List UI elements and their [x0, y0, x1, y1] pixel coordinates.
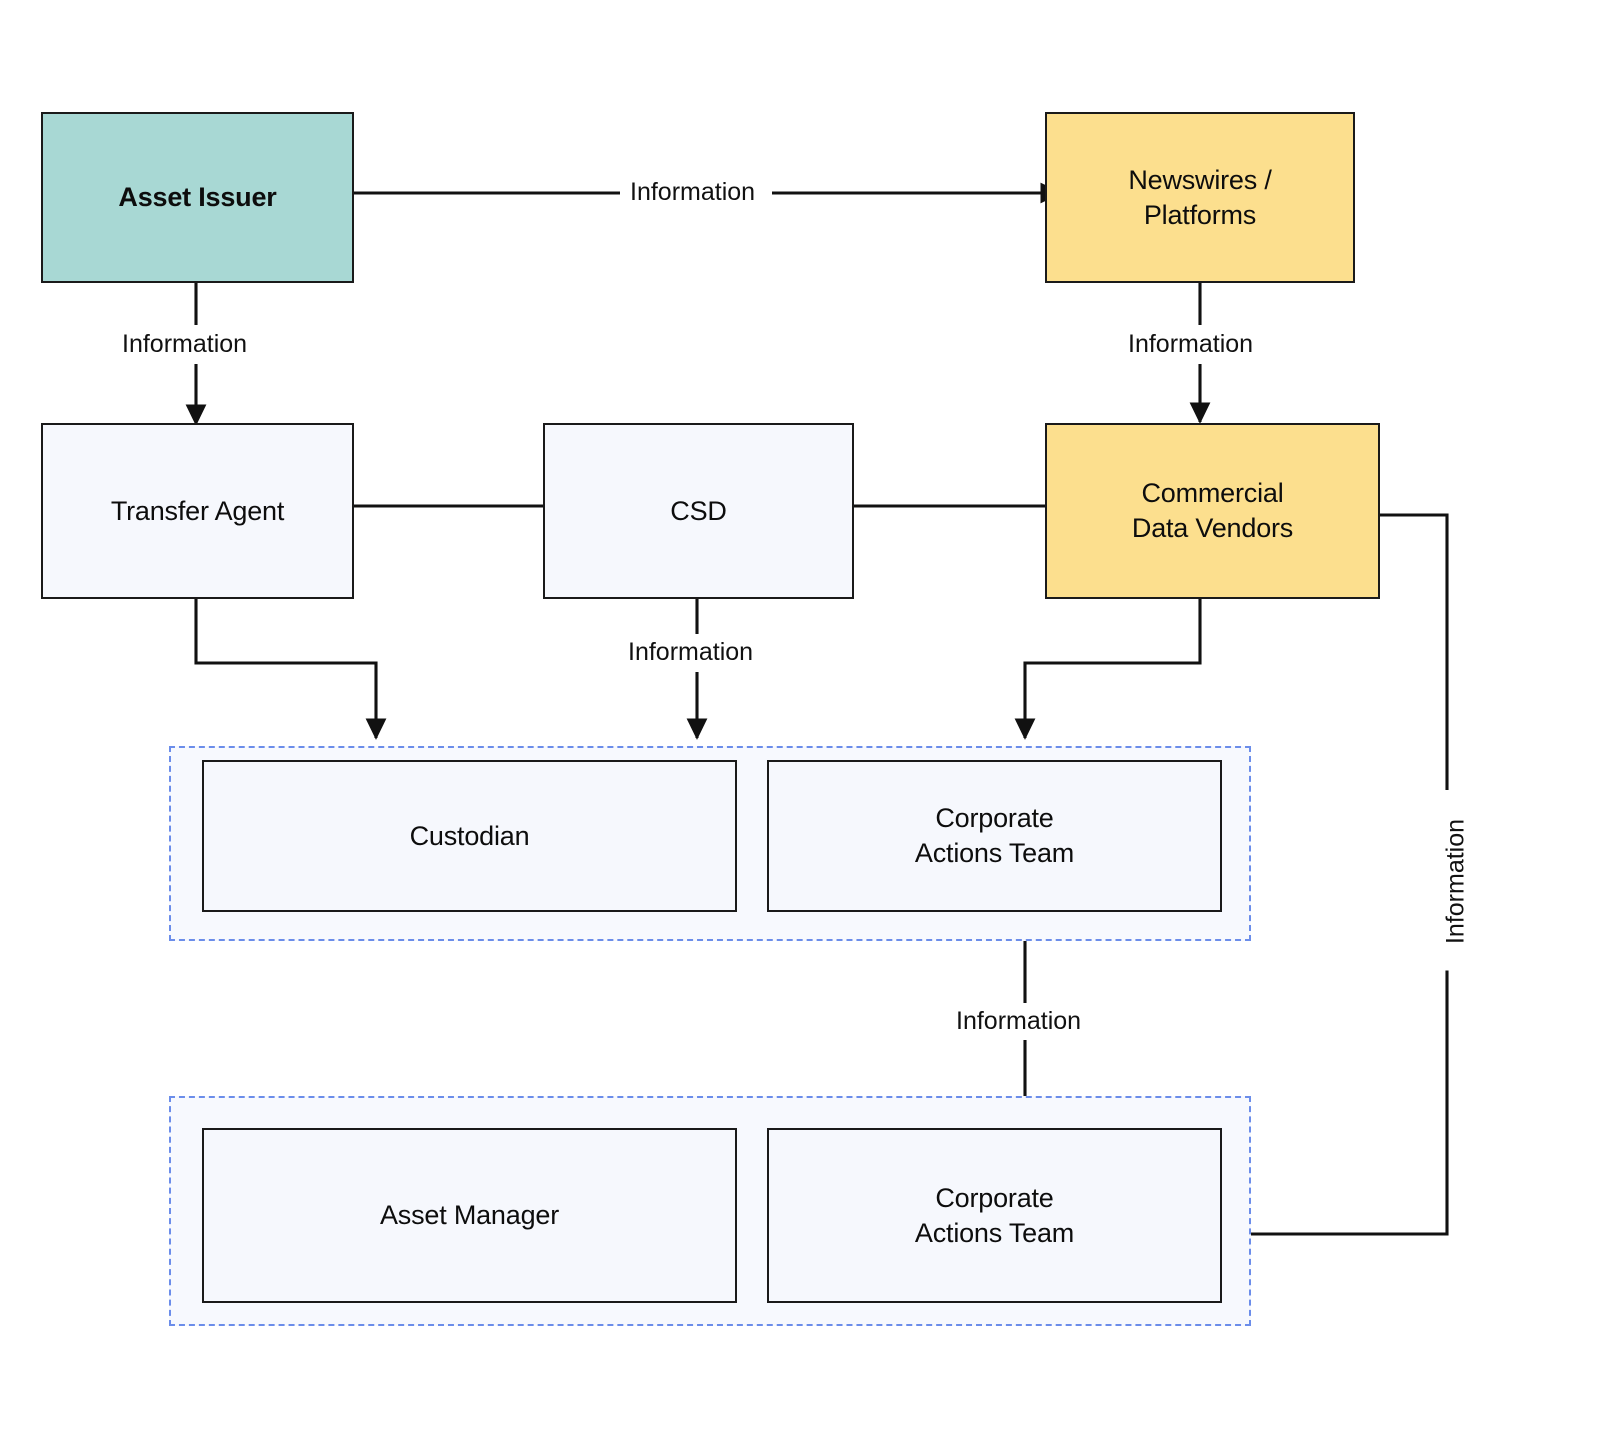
edge-label-newswires-to-vendors: Information — [1119, 332, 1263, 357]
node-corporate-actions-team-manager[interactable]: Corporate Actions Team — [767, 1128, 1222, 1303]
node-newswires-platforms-line1: Newswires / — [1128, 164, 1272, 195]
node-csd[interactable]: CSD — [543, 423, 854, 599]
node-newswires-platforms[interactable]: Newswires / Platforms — [1045, 112, 1355, 283]
edge-label-cat-to-cat: Information — [947, 1009, 1091, 1034]
node-corporate-actions-team-manager-line1: Corporate — [935, 1182, 1054, 1213]
node-asset-manager[interactable]: Asset Manager — [202, 1128, 737, 1303]
node-newswires-platforms-label: Newswires / Platforms — [1128, 163, 1272, 232]
edge-label-vendors-to-cat-manager: Information — [1438, 792, 1474, 971]
node-csd-label: CSD — [670, 495, 727, 526]
node-newswires-platforms-line2: Platforms — [1143, 199, 1257, 230]
connector-vendors-catmanager-a — [1379, 513, 1449, 790]
connector-transferagent-custodian — [194, 599, 387, 740]
node-asset-issuer[interactable]: Asset Issuer — [41, 112, 354, 283]
node-corporate-actions-team-custody[interactable]: Corporate Actions Team — [767, 760, 1222, 912]
node-corporate-actions-team-custody-line1: Corporate — [935, 803, 1054, 834]
edge-label-csd-to-corporate-actions-team: Information — [619, 640, 763, 665]
node-transfer-agent[interactable]: Transfer Agent — [41, 423, 354, 599]
node-corporate-actions-team-manager-label: Corporate Actions Team — [915, 1181, 1074, 1250]
connector-vendors-catmanager-b — [1228, 962, 1449, 1245]
node-asset-manager-label: Asset Manager — [380, 1200, 559, 1231]
node-commercial-data-vendors[interactable]: Commercial Data Vendors — [1045, 423, 1380, 599]
node-corporate-actions-team-custody-line2: Actions Team — [914, 838, 1075, 868]
edge-label-issuer-to-newswires: Information — [621, 180, 765, 205]
node-commercial-data-vendors-line1: Commercial — [1141, 478, 1284, 509]
node-transfer-agent-label: Transfer Agent — [110, 495, 285, 526]
node-custodian-label: Custodian — [409, 820, 530, 851]
node-corporate-actions-team-manager-line2: Actions Team — [914, 1217, 1075, 1248]
node-commercial-data-vendors-label: Commercial Data Vendors — [1132, 476, 1293, 545]
edge-label-issuer-to-transfer-agent: Information — [113, 332, 257, 357]
node-corporate-actions-team-custody-label: Corporate Actions Team — [915, 801, 1074, 870]
connector-vendors-cat — [1014, 599, 1202, 740]
node-custodian[interactable]: Custodian — [202, 760, 737, 912]
node-commercial-data-vendors-line2: Data Vendors — [1131, 513, 1294, 543]
node-asset-issuer-label: Asset Issuer — [118, 182, 277, 213]
